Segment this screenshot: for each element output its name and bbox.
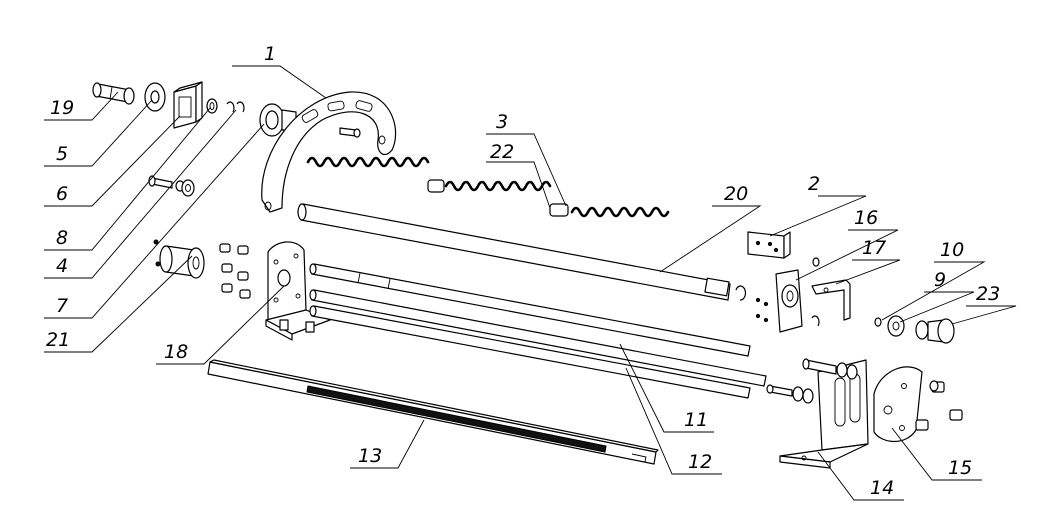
- callout-3: 3: [496, 111, 508, 133]
- callout-9: 9: [934, 269, 946, 291]
- callout-23: 23: [976, 283, 1000, 305]
- callout-22: 22: [490, 141, 514, 163]
- part-17-bent-plate: [811, 279, 851, 327]
- nuts-left: [219, 243, 251, 299]
- leader-lines: [44, 65, 1017, 501]
- part-12-rod: [309, 289, 767, 399]
- part-1-curved-arm: [261, 91, 397, 213]
- callout-20: 20: [724, 183, 748, 205]
- callout-10: 10: [940, 239, 964, 261]
- callout-2: 2: [808, 173, 820, 195]
- callout-21: 21: [46, 329, 70, 351]
- callout-16: 16: [854, 207, 878, 229]
- part-19-pin: [92, 82, 135, 105]
- callout-14: 14: [870, 477, 894, 499]
- part-21-sleeve: [153, 239, 205, 279]
- screws-near-bracket: [766, 358, 858, 404]
- part-10-washer: [874, 317, 882, 327]
- part-4-retaining-clip: [226, 101, 245, 113]
- part-9-spacer: [887, 315, 905, 337]
- part-15-cover-plate: [873, 366, 963, 443]
- part-23-knob: [915, 318, 955, 344]
- part-2-small-plate: [747, 231, 791, 259]
- callout-13: 13: [358, 445, 382, 467]
- part-7-screw-washer: [148, 175, 195, 197]
- hub-boss: [259, 103, 297, 137]
- part-22-spring-insert: [427, 179, 569, 217]
- part-13-slotted-strip: [207, 359, 659, 465]
- callout-12: 12: [688, 451, 712, 473]
- part-11-rod: [309, 263, 751, 357]
- part-14-right-bracket: [779, 359, 869, 469]
- callout-7: 7: [56, 295, 68, 317]
- part-16-bracket-block: [755, 257, 820, 333]
- callout-8: 8: [56, 227, 68, 249]
- part-8-ring: [206, 98, 218, 114]
- part-5-flange-washer: [144, 82, 166, 112]
- callout-15: 15: [948, 457, 972, 479]
- part-6-block: [173, 81, 203, 129]
- callout-5: 5: [56, 143, 68, 165]
- screw: [339, 127, 361, 138]
- callout-11: 11: [684, 409, 708, 431]
- part-3-spring: [306, 156, 670, 218]
- callout-1: 1: [264, 43, 276, 65]
- callout-4: 4: [56, 255, 68, 277]
- callout-19: 19: [50, 97, 74, 119]
- part-20-shaft: [297, 203, 747, 301]
- callout-17: 17: [862, 237, 886, 259]
- callout-6: 6: [56, 183, 68, 205]
- callout-18: 18: [164, 341, 188, 363]
- callout-labels: 1 2 3 22 20 16 17 10 9 23 19 5 6 8 4 7 2…: [46, 43, 1000, 499]
